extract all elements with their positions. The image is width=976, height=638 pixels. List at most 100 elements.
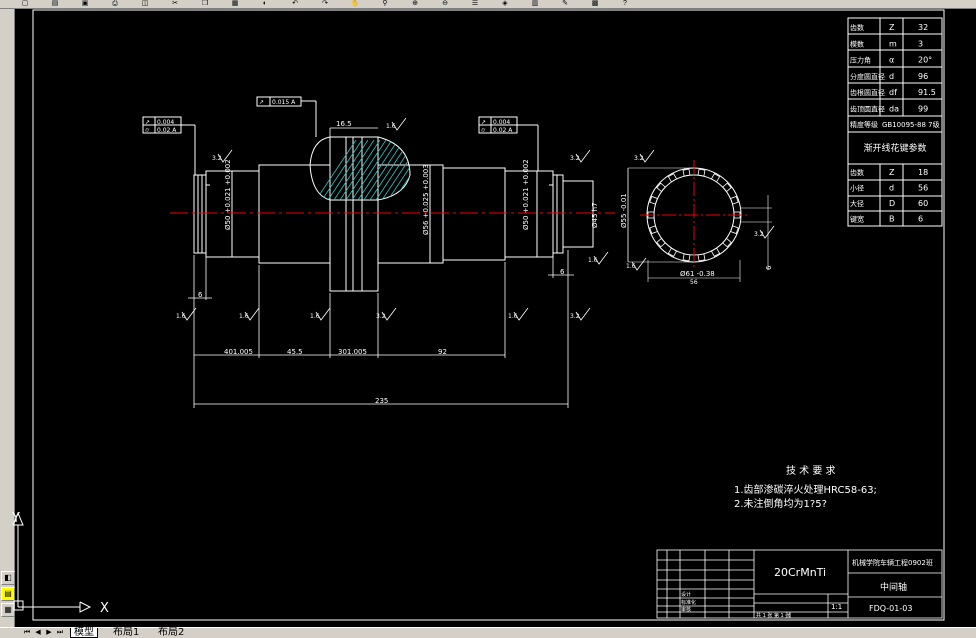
roughness-symbol: [575, 307, 591, 321]
tab-layout2[interactable]: 布局2: [158, 627, 185, 638]
param-name: 齿数: [850, 23, 864, 32]
svg-text:Ø55 -0.01: Ø55 -0.01: [620, 193, 628, 228]
cut-icon[interactable]: ✂: [172, 0, 178, 7]
material-text: 20CrMnTi: [774, 566, 826, 579]
svg-text:56: 56: [690, 279, 698, 286]
param-sym: B: [889, 215, 895, 224]
svg-text:技 术 要 求: 技 术 要 求: [786, 464, 836, 477]
standard-value: GB10095-88 7级: [882, 120, 940, 129]
roughness-value: 1.6: [386, 123, 396, 130]
standard-toolbar: ▢ ▤ ▣ ⎙ ◫ ✂ ❐ ▦ ◐ ↶ ↷ ✋ ⚲ ⊕ ⊖ ☰ ◈ ▥ ✎ ▩?: [0, 0, 976, 9]
svg-text:6: 6: [765, 265, 773, 270]
param-val: 91.5: [918, 88, 936, 97]
roughness-value: 1.6: [588, 257, 598, 264]
grid-icon[interactable]: ▦: [1, 603, 15, 617]
new-icon[interactable]: ▢: [21, 0, 29, 7]
match-icon[interactable]: ◐: [262, 0, 268, 7]
param-name: 键宽: [850, 215, 864, 224]
dim-small-right: 6: [560, 268, 565, 276]
param-sym: da: [889, 105, 899, 114]
markup-icon[interactable]: ✎: [562, 0, 568, 7]
preview-icon[interactable]: ◫: [141, 0, 149, 7]
param-name: 压力角: [850, 56, 871, 65]
param-name: 模数: [850, 39, 864, 48]
dim-small-left: 6: [198, 291, 203, 299]
prev-tab-icon[interactable]: ◀: [35, 629, 41, 636]
param-val: 60: [918, 199, 928, 208]
svg-text:0.015 A: 0.015 A: [272, 99, 296, 106]
dim-3: 301.005: [338, 348, 367, 356]
param-name: 齿数: [850, 168, 864, 177]
roughness-symbol: [575, 149, 591, 163]
param-val: 20°: [918, 56, 932, 65]
param-name: 分度圆直径: [850, 72, 885, 81]
roughness-value: 3.2: [634, 155, 644, 162]
pan-icon[interactable]: ✋: [350, 0, 360, 7]
roughness-value: 1.6: [508, 313, 518, 320]
spline-title: 渐开线花键参数: [863, 142, 926, 154]
paste-icon[interactable]: ▦: [231, 0, 239, 7]
zoom-prev-icon[interactable]: ⊖: [442, 0, 448, 7]
tech-requirements: 技 术 要 求 1.齿部渗碳淬火处理HRC58-63; 2.未注倒角均为1?5?: [734, 464, 877, 510]
param-val: 56: [918, 184, 928, 193]
snap-icon[interactable]: ◧: [1, 571, 15, 585]
calc-icon[interactable]: ▩: [591, 0, 599, 7]
help-icon[interactable]: ?: [623, 0, 627, 7]
svg-text:设计: 设计: [681, 591, 691, 598]
zoom-icon[interactable]: ⚲: [382, 0, 388, 7]
left-toolbar: ◧ ▤ ▦: [0, 9, 15, 627]
param-sym: Z: [889, 168, 895, 177]
roughness-value: 3.2: [570, 313, 580, 320]
shaft-front-view[interactable]: [193, 136, 594, 292]
param-name: 齿顶圆直径: [850, 105, 885, 114]
properties-icon[interactable]: ☰: [471, 0, 479, 7]
dim-dia-end: Ø45 h7: [591, 202, 599, 228]
roughness-value: 3.2: [376, 313, 386, 320]
zoom-window-icon[interactable]: ⊕: [412, 0, 418, 7]
roughness-symbol: [244, 307, 260, 321]
svg-text:标准化: 标准化: [681, 599, 696, 606]
roughness-value: 1.6: [239, 313, 249, 320]
dim-dia-left: Ø50 +0.021 +0.002: [224, 159, 232, 230]
undo-icon[interactable]: ↶: [292, 0, 298, 7]
tool-palette-icon[interactable]: ▥: [531, 0, 539, 7]
redo-icon[interactable]: ↷: [322, 0, 328, 7]
next-tab-icon[interactable]: ▶: [46, 629, 52, 636]
param-val: 99: [918, 105, 928, 114]
roughness-symbol: [513, 307, 529, 321]
param-val: 3: [918, 39, 923, 48]
svg-text:0.02 A: 0.02 A: [157, 127, 177, 134]
param-sym: d: [889, 72, 894, 81]
print-icon[interactable]: ⎙: [112, 0, 118, 7]
copy-icon[interactable]: ❐: [201, 0, 209, 7]
svg-text:审核: 审核: [681, 606, 691, 613]
dim-dia-right: Ø50 +0.021 +0.002: [522, 159, 530, 230]
svg-text:⌭: ⌭: [145, 127, 150, 134]
design-center-icon[interactable]: ◈: [502, 0, 508, 7]
svg-text:Ø61 -0.38: Ø61 -0.38: [680, 270, 715, 278]
ucs-y-label: Y: [11, 511, 20, 526]
svg-text:↗: ↗: [259, 99, 264, 106]
param-val: 32: [918, 23, 928, 32]
ucs-x-label: X: [100, 601, 109, 616]
param-name: 小径: [850, 184, 864, 193]
save-icon[interactable]: ▣: [81, 0, 89, 7]
param-sym: Z: [889, 23, 895, 32]
roughness-value: 1.6: [310, 313, 320, 320]
gdt-frame-top: 0.015 A ↗: [256, 96, 317, 137]
roughness-symbol: [315, 307, 331, 321]
drawing-no-text: FDQ-01-03: [869, 604, 912, 613]
open-icon[interactable]: ▤: [51, 0, 59, 7]
roughness-value: 1.6: [626, 263, 636, 270]
svg-text:0.004: 0.004: [493, 119, 510, 126]
tab-layout1[interactable]: 布局1: [113, 627, 140, 638]
last-tab-icon[interactable]: ⏭: [56, 629, 64, 636]
dimension-lines: [188, 127, 574, 405]
first-tab-icon[interactable]: ⏮: [23, 629, 31, 636]
spline-section-view[interactable]: Ø61 -0.38 56 Ø55 -0.01 6: [620, 160, 773, 286]
param-sym: α: [889, 56, 894, 65]
layer-icon[interactable]: ▤: [1, 587, 15, 601]
